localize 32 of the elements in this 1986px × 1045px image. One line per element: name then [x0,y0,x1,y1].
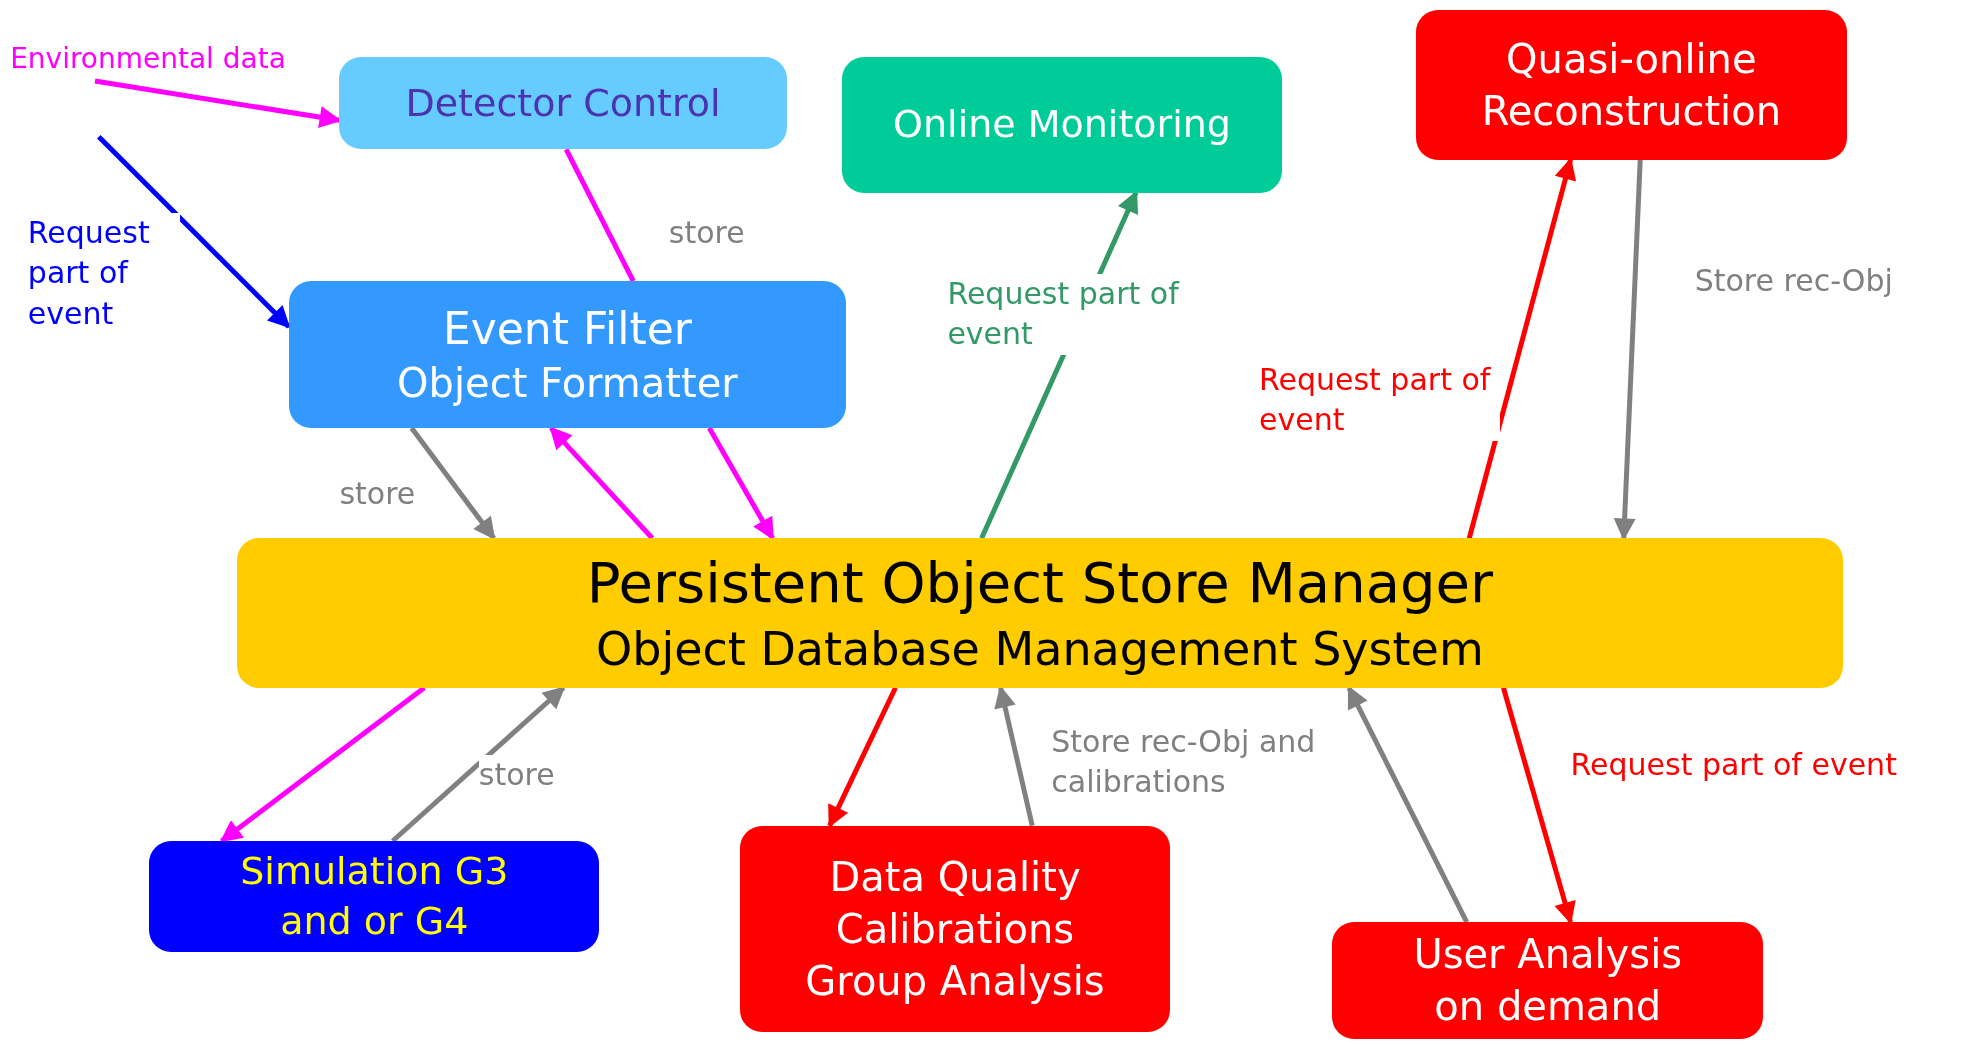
node-text: Object Formatter [397,359,738,409]
node-text: Online Monitoring [893,101,1231,149]
node-text: Group Analysis [805,957,1105,1006]
process-box [1332,922,1764,1039]
arrow [994,685,1035,827]
process-box [339,57,787,150]
node-text: Event Filter [442,302,692,357]
arrow [1466,157,1577,539]
arrow [549,426,655,540]
arrow [707,426,775,541]
node-text: User Analysis on demand [1412,930,1684,1032]
arrow [1346,685,1469,924]
arrow [1501,687,1576,925]
node-text: Detector Control [405,79,721,127]
process-box [739,825,1171,1033]
arrow [409,426,496,541]
node-text: Data Quality [829,853,1081,902]
arrow [219,685,426,843]
node-text: Simulation G3 and or G4 [239,848,510,945]
arrow [1613,159,1643,541]
node-text: Calibrations [835,905,1075,954]
node-text: Object Database Management System [596,620,1484,678]
arrow [390,685,566,843]
node-text: Persistent Object Store Manager [586,548,1493,617]
process-box [288,281,847,429]
arrow [827,686,898,828]
process-box [149,841,600,953]
process-box [842,57,1282,193]
process-box [1416,10,1847,160]
note-text: Environmental data [10,41,286,78]
store-manager-box [236,538,1843,688]
node-text: Quasi-online Reconstruction [1480,34,1782,136]
